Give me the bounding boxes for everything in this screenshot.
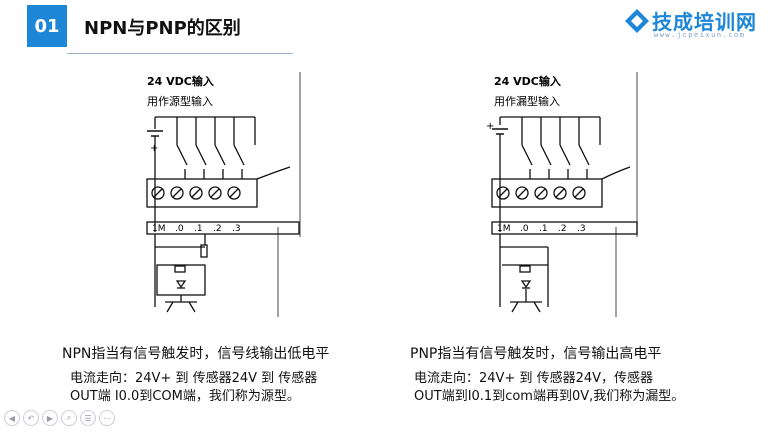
diamond-logo-icon <box>625 9 649 33</box>
slide-number: 01 <box>27 5 67 47</box>
logo-text: 技成培训网 <box>652 10 757 34</box>
npn-term-1m: 1M <box>152 224 166 234</box>
npn-heading: NPN指当有信号触发时，信号线输出低电平 <box>62 346 330 362</box>
pnp-term-0: .0 <box>520 224 529 234</box>
prev-icon[interactable]: ◀ <box>4 410 20 426</box>
pnp-heading: PNP指当有信号触发时，信号输出高电平 <box>410 346 662 362</box>
page-title: NPN与PNP的区别 <box>84 18 241 39</box>
npn-term-2: .2 <box>213 224 222 234</box>
pnp-label-mode: 用作漏型输入 <box>494 94 560 108</box>
pnp-term-1m: 1M <box>497 224 511 234</box>
npn-line-2: OUT端 I0.0到COM端，我们称为源型。 <box>70 389 300 404</box>
npn-label-top: 24 VDC输入 <box>147 74 214 88</box>
slide-navigation: ◀ ↶ ▶ ⌕ ☰ ⋯ <box>4 410 115 426</box>
pnp-term-2: .2 <box>558 224 567 234</box>
npn-wiring-diagram: 24 VDC输入 用作源型输入 + <box>95 67 310 331</box>
npn-term-3: .3 <box>232 224 241 234</box>
forward-icon[interactable]: ▶ <box>42 410 58 426</box>
title-underline <box>67 53 293 54</box>
logo-url: www.jcpeixun.com <box>654 31 746 39</box>
npn-label-mode: 用作源型输入 <box>147 94 213 108</box>
pnp-term-3: .3 <box>577 224 586 234</box>
pnp-plus-sign: + <box>486 121 494 132</box>
npn-description: NPN指当有信号触发时，信号线输出低电平 电流走向：24V+ 到 传感器24V … <box>62 343 329 406</box>
npn-term-1: .1 <box>194 224 203 234</box>
search-icon[interactable]: ⌕ <box>61 410 77 426</box>
brand-logo: 技成培训网 www.jcpeixun.com <box>624 4 760 44</box>
npn-plus-sign: + <box>150 143 158 154</box>
pnp-label-top: 24 VDC输入 <box>494 74 561 88</box>
npn-line-1: 电流走向：24V+ 到 传感器24V 到 传感器 <box>70 371 318 386</box>
pnp-line-1: 电流走向：24V+ 到 传感器24V，传感器 <box>414 371 654 386</box>
pnp-term-1: .1 <box>539 224 548 234</box>
pnp-line-2: OUT端到I0.1到com端再到0V,我们称为漏型。 <box>414 389 685 404</box>
pnp-description: PNP指当有信号触发时，信号输出高电平 电流走向：24V+ 到 传感器24V，传… <box>410 343 684 406</box>
more-icon[interactable]: ⋯ <box>99 410 115 426</box>
npn-term-0: .0 <box>175 224 184 234</box>
pnp-wiring-diagram: 24 VDC输入 用作漏型输入 + <box>440 67 650 331</box>
menu-icon[interactable]: ☰ <box>80 410 96 426</box>
back-icon[interactable]: ↶ <box>23 410 39 426</box>
